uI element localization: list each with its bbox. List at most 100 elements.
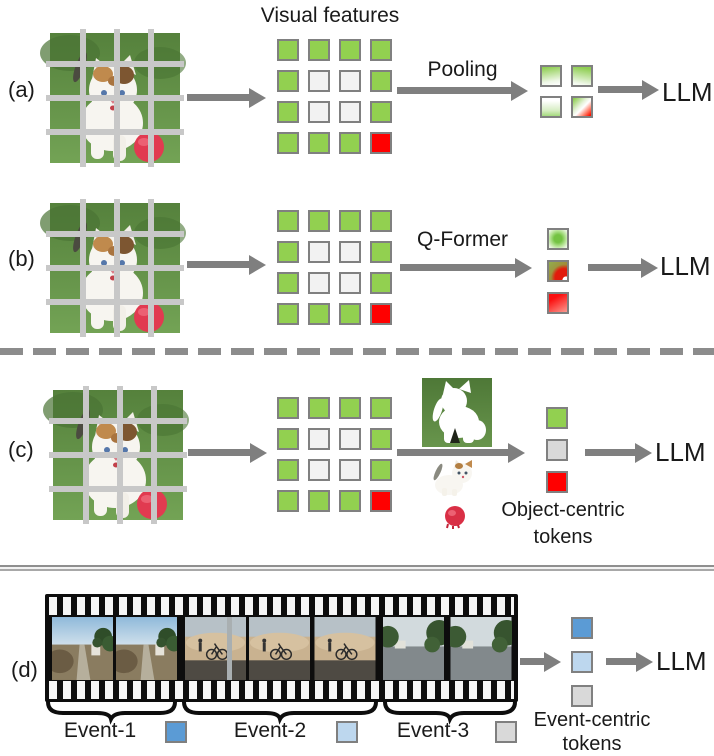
feature-grid-cell-green <box>339 303 361 325</box>
event-centric-caption: Event-centric tokens <box>512 708 672 756</box>
film-frame-event1-2 <box>116 617 177 680</box>
feature-grid-cell-light <box>308 459 330 481</box>
llm-label-b: LLM <box>660 251 711 281</box>
qformer-tokens-cell-green-red-mix <box>547 260 569 282</box>
feature-grid-cell-light <box>339 70 361 92</box>
arrow-d-film-to-tokens <box>520 651 561 672</box>
event-2-color-swatch <box>336 721 358 743</box>
object-centric-caption: Object-centric tokens <box>478 497 648 551</box>
arrow-a-to-llm <box>598 79 659 100</box>
arrow-b-image-to-grid <box>187 254 266 275</box>
row-b-label: (b) <box>8 246 35 271</box>
feature-grid-cell-green <box>277 210 299 232</box>
pooled-tokens-cell-green-fade2 <box>571 65 593 87</box>
feature-grid-cell-green <box>339 210 361 232</box>
cat-cutout-image <box>432 460 477 496</box>
event-centric-caption-line1: Event-centric <box>533 709 651 731</box>
film-strip <box>45 594 518 702</box>
feature-grid-cell-red <box>370 490 392 512</box>
feature-grid-cell-green <box>277 241 299 263</box>
event-tokens-cell-gray <box>571 685 593 707</box>
feature-grid-cell-green <box>339 39 361 61</box>
event-1-label: Event-1 <box>63 719 137 742</box>
feature-grid-cell-light <box>308 101 330 123</box>
feature-grid-cell-green <box>277 39 299 61</box>
event-centric-caption-line2: tokens <box>562 733 622 755</box>
feature-grid-cell-green <box>277 132 299 154</box>
feature-grid-cell-green <box>308 39 330 61</box>
feature-grid-cell-green <box>277 490 299 512</box>
pooled-tokens-cell-green-red-fade <box>571 96 593 118</box>
feature-grid-cell-light <box>308 70 330 92</box>
film-sprocket-top <box>49 597 514 615</box>
feature-grid-cell-green <box>277 397 299 419</box>
double-rule-divider <box>0 565 714 571</box>
feature-grid-cell-red <box>370 303 392 325</box>
qformer-token-column <box>547 228 569 314</box>
feature-grid-cell-light <box>339 272 361 294</box>
row-c-label: (c) <box>8 437 34 462</box>
arrow-a-image-to-grid <box>187 87 266 108</box>
feature-grid-cell-green <box>370 397 392 419</box>
feature-grid-cell-green <box>370 39 392 61</box>
object-tokens-cell-gray <box>546 439 568 461</box>
event-token-column <box>571 617 593 707</box>
ball-cutout-image <box>443 505 467 529</box>
feature-grid-cell-green <box>339 132 361 154</box>
event-3-color-swatch <box>495 721 517 743</box>
feature-grid-cell-green <box>277 70 299 92</box>
pooled-token-grid <box>540 65 593 118</box>
feature-grid-cell-green <box>370 210 392 232</box>
arrow-c-image-to-grid <box>188 442 267 463</box>
object-token-column <box>546 407 568 493</box>
feature-grid-cell-green <box>308 397 330 419</box>
feature-grid-cell-light <box>339 101 361 123</box>
llm-label-c: LLM <box>655 437 706 467</box>
feature-grid-cell-green <box>370 70 392 92</box>
event-tokens-cell-blue <box>571 617 593 639</box>
feature-grid-cell-green <box>339 397 361 419</box>
pooled-tokens-cell-green-fade <box>540 65 562 87</box>
feature-grid-cell-green <box>308 210 330 232</box>
arrow-b-to-llm <box>588 257 658 278</box>
arrow-d-to-llm <box>606 651 653 672</box>
qformer-tokens-cell-red-fade <box>547 292 569 314</box>
event-1-brace <box>46 700 177 725</box>
event-tokens-cell-lightblue <box>571 651 593 673</box>
feature-grid-cell-green <box>308 490 330 512</box>
feature-grid-cell-green <box>277 428 299 450</box>
film-frame-event3-1 <box>383 617 444 680</box>
object-centric-caption-line1: Object-centric <box>501 499 625 521</box>
cat-image-c <box>43 386 189 524</box>
pooled-tokens-cell-white-green-fade <box>540 96 562 118</box>
feature-grid-cell-green <box>370 241 392 263</box>
feature-grid-cell-light <box>339 459 361 481</box>
feature-grid-cell-light <box>339 428 361 450</box>
arrow-c-objects <box>397 442 525 463</box>
llm-label-a: LLM <box>662 77 713 107</box>
feature-grid-cell-light <box>308 241 330 263</box>
arrow-qformer <box>400 257 532 278</box>
feature-grid-cell-light <box>308 428 330 450</box>
event-3-label: Event-3 <box>396 719 470 742</box>
arrow-pooling <box>397 80 528 101</box>
feature-grid-cell-green <box>277 272 299 294</box>
feature-grid-cell-green <box>308 303 330 325</box>
feature-grid-cell-green <box>308 132 330 154</box>
pooling-label: Pooling <box>427 58 498 81</box>
cat-image-b <box>40 199 186 337</box>
feature-grid-cell-green <box>277 459 299 481</box>
object-tokens-cell-red <box>546 471 568 493</box>
visual-features-title: Visual features <box>260 4 400 27</box>
feature-grid-cell-light <box>339 241 361 263</box>
qformer-tokens-cell-green-radial <box>547 228 569 250</box>
film-frame-event1-1 <box>52 617 113 680</box>
feature-grid-cell-green <box>370 459 392 481</box>
object-centric-caption-line2: tokens <box>533 526 593 548</box>
row-a-label: (a) <box>8 77 35 102</box>
film-frame-event2-2 <box>249 617 310 680</box>
feature-grid-cell-green <box>370 272 392 294</box>
feature-grid-cell-green <box>277 303 299 325</box>
cat-mask-image <box>422 378 492 447</box>
film-frame-pole <box>227 617 232 680</box>
